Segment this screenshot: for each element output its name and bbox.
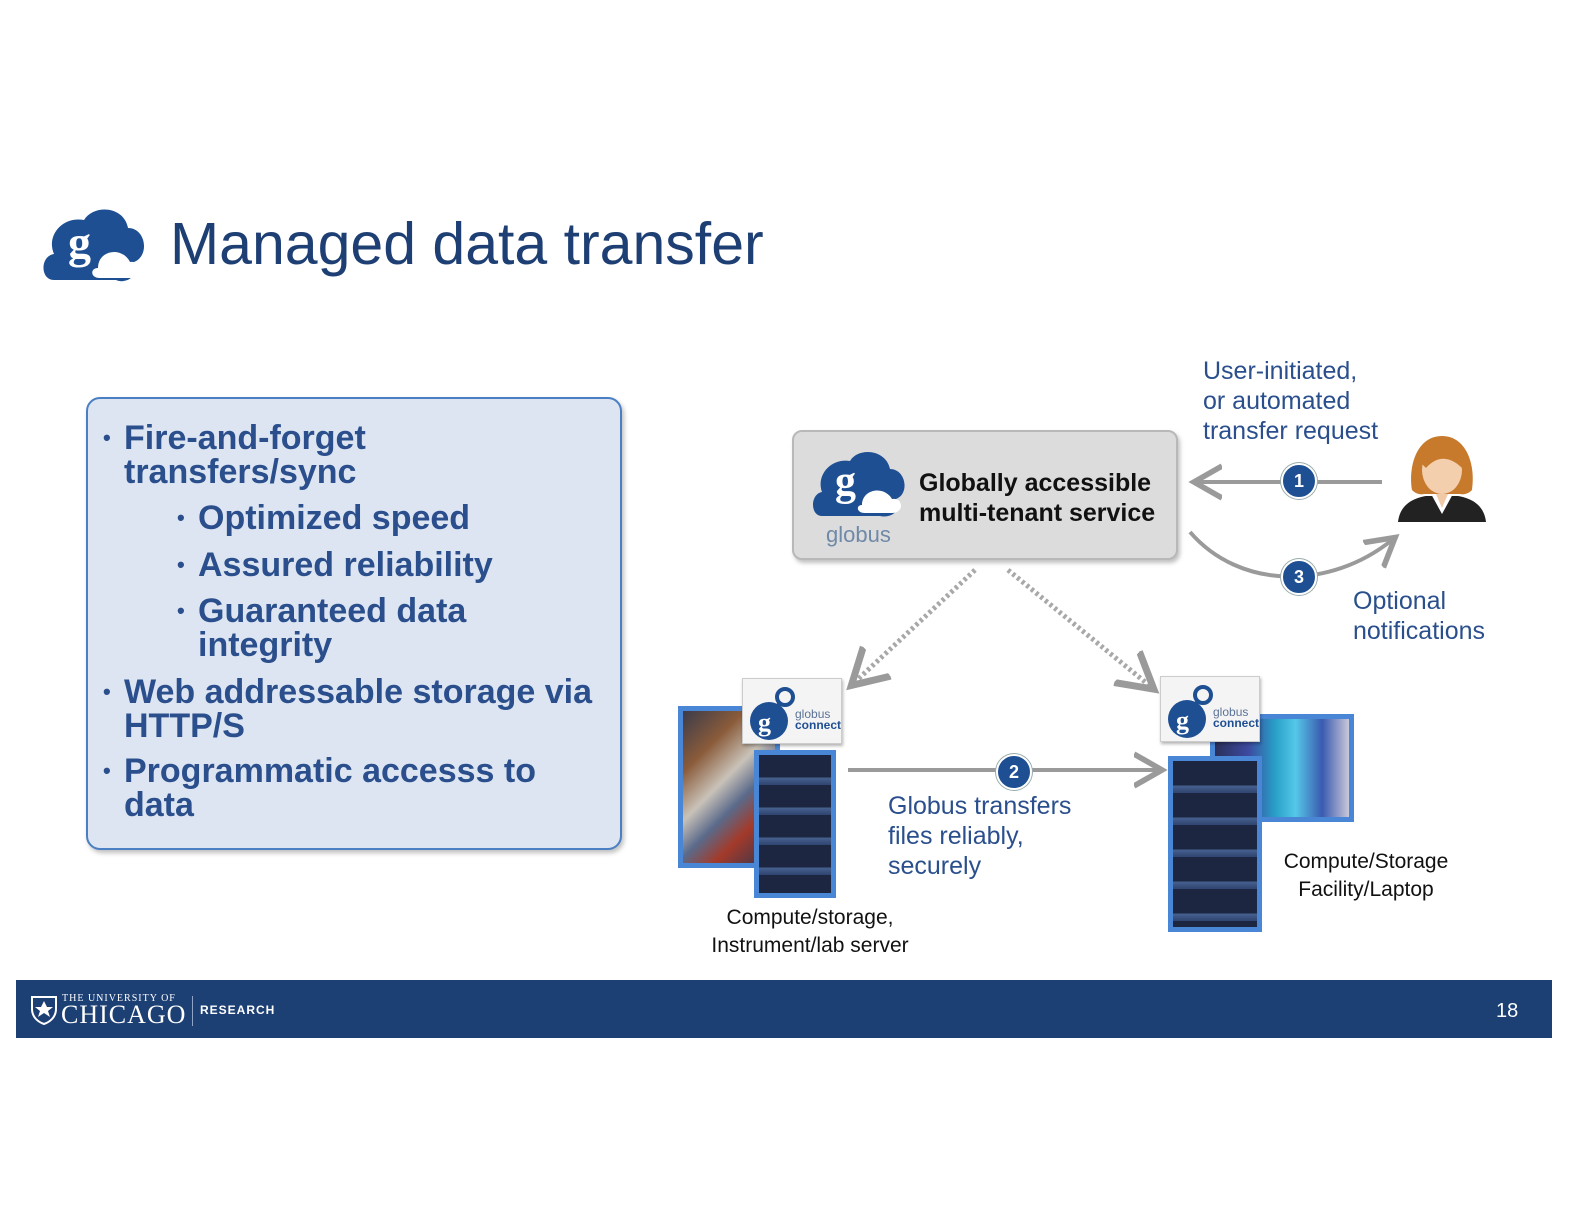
label-line: User-initiated, — [1203, 357, 1358, 385]
user-icon — [1398, 436, 1486, 522]
right-endpoint-label: Compute/Storage Facility/Laptop — [1266, 848, 1466, 904]
bullet-web-addressable: • Web addressable storage via HTTP/S — [103, 673, 624, 745]
bullet-dot: • — [103, 679, 111, 704]
label-line: notifications — [1353, 617, 1486, 645]
footer-bar — [16, 980, 1552, 1038]
label-line: or automated — [1203, 387, 1351, 415]
bullet-dot: • — [103, 425, 111, 450]
left-endpoint-label: Compute/storage, Instrument/lab server — [690, 904, 930, 960]
globus-cloud-icon: g — [813, 451, 905, 517]
bullet-line: HTTP/S — [124, 707, 245, 745]
storage-rack-photo — [1168, 756, 1262, 932]
step-3-badge: 3 — [1281, 559, 1317, 595]
department-label: RESEARCH — [200, 1003, 276, 1017]
bullet-line: transfers/sync — [124, 453, 357, 491]
page-title: Managed data transfer — [170, 211, 764, 277]
bullet-dot: • — [177, 505, 185, 530]
svg-text:g: g — [68, 217, 91, 268]
university-crest-icon — [31, 996, 57, 1025]
globus-connect-label: globus connect — [1213, 705, 1260, 730]
step-1-badge: 1 — [1281, 463, 1317, 499]
connect-word-globus: globus — [1213, 705, 1249, 719]
page-number: 18 — [1496, 1000, 1519, 1022]
svg-text:g: g — [758, 708, 771, 737]
globus-wordmark: globus — [826, 522, 891, 547]
globus-connect-label: globus connect — [795, 707, 842, 732]
bullet-guaranteed-integrity: • Guaranteed data integrity — [177, 592, 618, 664]
feature-list-box: • Fire-and-forget transfers/sync • Optim… — [86, 397, 622, 850]
university-name: CHICAGO — [61, 1000, 187, 1029]
svg-text:g: g — [1176, 706, 1189, 735]
label-line: Globus transfers — [888, 792, 1072, 820]
bullet-line: Fire-and-forget — [124, 419, 366, 457]
service-line: Globally accessible — [919, 469, 1152, 497]
service-line: multi-tenant service — [919, 499, 1156, 527]
connect-word-connect: connect — [795, 718, 842, 732]
globus-logo-icon: g — [43, 209, 145, 282]
bullet-line: data — [124, 786, 194, 824]
globus-connect-icon: g — [750, 687, 795, 740]
label-line: securely — [888, 852, 982, 880]
bullet-line: Optimized speed — [198, 499, 471, 537]
bullet-programmatic-access: • Programmatic accesss to data — [103, 752, 624, 824]
bullet-line: Assured reliability — [198, 546, 493, 584]
label-line: Compute/storage, — [726, 906, 894, 929]
service-description: Globally accessible multi-tenant service — [919, 468, 1155, 528]
request-label: User-initiated, or automated transfer re… — [1203, 356, 1378, 446]
label-line: Compute/Storage — [1283, 850, 1449, 873]
label-line: files reliably, — [888, 822, 1024, 850]
bullet-line: Programmatic accesss to — [124, 752, 536, 790]
label-line: Facility/Laptop — [1298, 878, 1434, 901]
connect-word-connect: connect — [1213, 716, 1260, 730]
notification-label: Optional notifications — [1353, 586, 1485, 646]
control-arrow-right — [1006, 568, 1150, 686]
globus-connect-tile: g globus connect — [742, 678, 842, 744]
label-line: Optional — [1353, 587, 1447, 615]
bullet-assured-reliability: • Assured reliability — [177, 546, 618, 584]
bullet-line: integrity — [198, 626, 333, 664]
transfer-label: Globus transfers files reliably, securel… — [888, 791, 1071, 881]
step-2-badge: 2 — [996, 754, 1032, 790]
university-name-small: THE UNIVERSITY OF — [62, 993, 176, 1004]
globus-connect-icon: g — [1168, 685, 1213, 738]
svg-text:g: g — [835, 459, 856, 505]
globus-connect-tile: g globus connect — [1160, 676, 1260, 742]
bullet-fire-and-forget: • Fire-and-forget transfers/sync — [103, 419, 544, 491]
bullet-line: Guaranteed data — [198, 592, 467, 630]
label-line: transfer request — [1203, 417, 1379, 445]
bullet-dot: • — [177, 552, 185, 577]
control-arrow-left — [855, 568, 977, 682]
server-rack-photo — [754, 750, 836, 898]
bullet-line: Web addressable storage via — [124, 673, 593, 711]
bullet-optimized-speed: • Optimized speed — [177, 499, 618, 537]
label-line: Instrument/lab server — [711, 934, 909, 957]
bullet-dot: • — [103, 758, 111, 783]
footer-divider — [192, 996, 193, 1026]
bullet-dot: • — [177, 598, 185, 623]
connect-word-globus: globus — [795, 707, 831, 721]
